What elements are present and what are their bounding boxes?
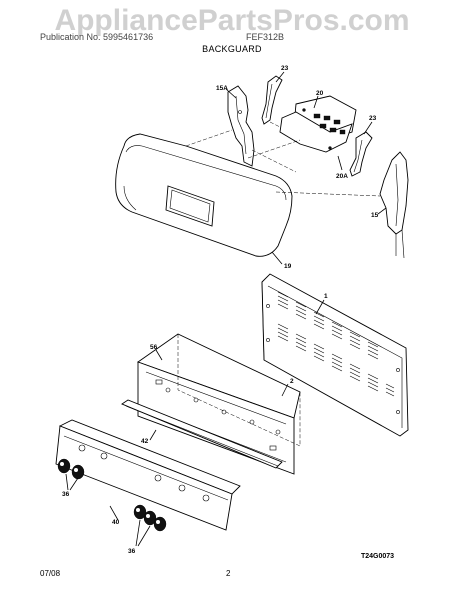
callout-23-right: 23 [369,115,377,122]
watermark: AppliancePartsPros.com [54,4,410,37]
figure-code: T24G0073 [361,553,395,560]
trim-strip-42 [121,399,283,469]
callout-20a: 20A [336,173,348,180]
callout-19: 19 [284,263,292,270]
callout-40: 40 [112,519,120,526]
bracket-23-right [349,131,373,177]
callout-15: 15 [371,212,379,219]
end-cap-bracket-15a [227,85,297,173]
vent-slots [277,291,395,397]
model-number: FEF312B [246,32,285,42]
rear-cover-1 [261,273,409,437]
callout-23-top: 23 [281,65,289,72]
backguard-panel-19 [115,129,381,257]
callout-56: 56 [150,344,158,351]
callout-36-bottom: 36 [128,548,136,555]
callout-20: 20 [316,90,324,97]
publication-number: Publication No. 5995461736 [40,32,154,42]
page-number: 2 [226,569,231,578]
end-cap-15 [379,151,409,259]
section-title: BACKGUARD [202,44,262,54]
control-panel-front-40 [55,419,241,531]
callout-2: 2 [290,378,294,385]
control-module-20 [279,95,357,153]
knobs-36-left [57,458,85,480]
knobs-36-bottom [133,504,167,532]
callout-42: 42 [141,438,149,445]
callout-36-left: 36 [62,491,70,498]
footer-date: 07/08 [40,569,61,578]
callout-15a: 15A [216,85,228,92]
callout-1: 1 [324,293,328,300]
control-panel-housing-2 [137,333,301,475]
leader-lines [65,71,387,547]
